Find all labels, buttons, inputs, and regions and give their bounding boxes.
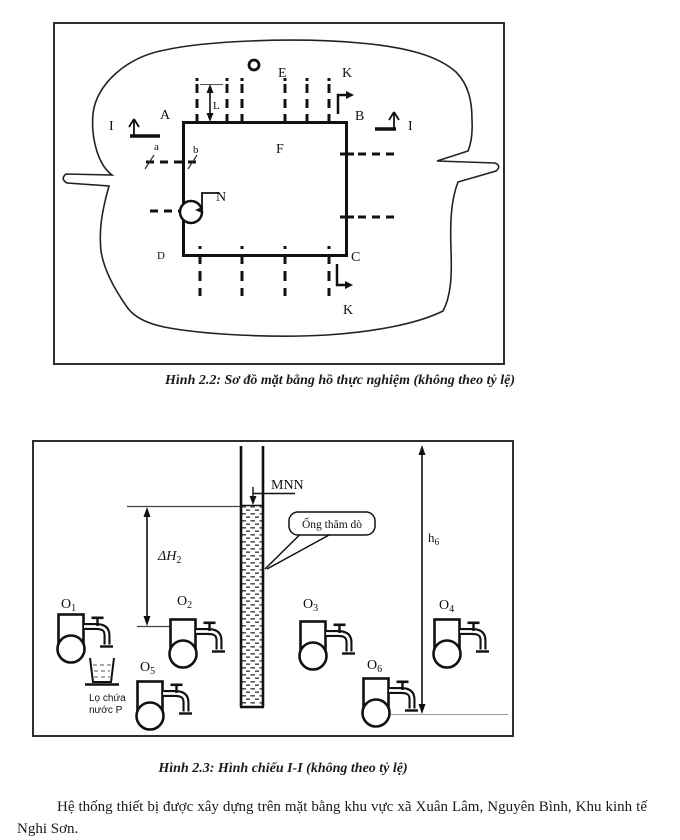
dimension-h6: h6 (385, 445, 508, 715)
lake-outline (62, 39, 500, 337)
label-f: F (276, 142, 284, 157)
tap-symbol-o6: O6 (363, 658, 419, 727)
body-paragraph: Hệ thống thiết bị được xây dựng trên mặt… (17, 799, 647, 837)
pond-rectangle (182, 121, 348, 257)
label-i-left: I (109, 119, 114, 134)
top-circle-marker (247, 58, 261, 72)
tap-label-o1: O1 (61, 597, 76, 614)
figure-2-2-caption: Hình 2.2: Sơ đồ mặt bằng hồ thực nghiệm … (165, 373, 515, 388)
delta-h-label: ΔH2 (157, 549, 181, 566)
figure-2-3-caption: Hình 2.3: Hình chiếu I-I (không theo tỷ … (158, 761, 408, 776)
tap-symbol-o5: O5 (137, 660, 193, 730)
mnn-label: MNN (271, 478, 304, 493)
right-dashed-lines (340, 152, 395, 219)
plan-diagram-canvas: A B C D E F K K I I L a b N (62, 39, 500, 337)
tap-symbol-o1: O1 (58, 597, 114, 663)
section-marker-i-left (128, 118, 160, 138)
piezometer-circle (178, 199, 204, 225)
callout-probe-tube: Ống thăm dò (264, 511, 376, 570)
tap-symbol-o2: O2 (170, 594, 226, 668)
left-dashed-line-n (150, 192, 219, 225)
section-marker-k-bottom (335, 264, 353, 289)
tap-symbol-o4: O4 (434, 598, 490, 668)
tap-symbol-o3: O3 (300, 597, 356, 670)
cup-label-line2: nước P (89, 705, 123, 716)
label-k-top: K (342, 66, 352, 81)
callout-text: Ống thăm dò (302, 516, 362, 531)
section-marker-k-top (336, 91, 354, 114)
label-n: N (216, 190, 226, 205)
label-dim-l: L (213, 100, 220, 112)
corner-label-d: D (157, 250, 165, 262)
tap-label-o6: O6 (367, 658, 382, 675)
figure-2-3-section-diagram: MNN ΔH2 Ống thăm dò h6 O1 O2 O3 O4 (32, 440, 514, 737)
cup-label-line1: Lọ chứa (89, 693, 126, 704)
section-marker-i-right (375, 111, 400, 131)
tap-label-o2: O2 (177, 594, 192, 611)
tap-label-o3: O3 (303, 597, 318, 614)
bottom-dashed-lines (198, 246, 331, 296)
tap-label-o4: O4 (439, 598, 454, 615)
dimension-l (200, 84, 223, 122)
top-dashed-lines (195, 78, 331, 128)
tap-label-o5: O5 (140, 660, 155, 677)
groundwater-level-annotation: MNN (249, 478, 304, 505)
corner-label-a: A (160, 108, 171, 123)
section-diagram-canvas: MNN ΔH2 Ống thăm dò h6 O1 O2 O3 O4 (34, 445, 508, 735)
figure-2-2-plan-diagram: A B C D E F K K I I L a b N (53, 22, 505, 365)
h6-label: h6 (428, 530, 440, 548)
left-dashed-line-ab (144, 154, 198, 170)
delta-h-dimension: ΔH2 (127, 505, 240, 628)
probe-tube-water (242, 506, 262, 705)
label-i-right: I (408, 119, 413, 134)
label-dim-a: a (154, 141, 159, 153)
probe-tube (239, 446, 265, 709)
label-dim-b: b (193, 144, 199, 156)
label-e: E (278, 66, 287, 81)
corner-label-c: C (351, 250, 360, 265)
sample-cup: Lọ chứa nước P (85, 657, 126, 716)
n-arrowhead (195, 206, 203, 214)
mnn-arrowhead (249, 496, 257, 505)
corner-label-b: B (355, 109, 364, 124)
label-k-bottom: K (343, 303, 353, 318)
